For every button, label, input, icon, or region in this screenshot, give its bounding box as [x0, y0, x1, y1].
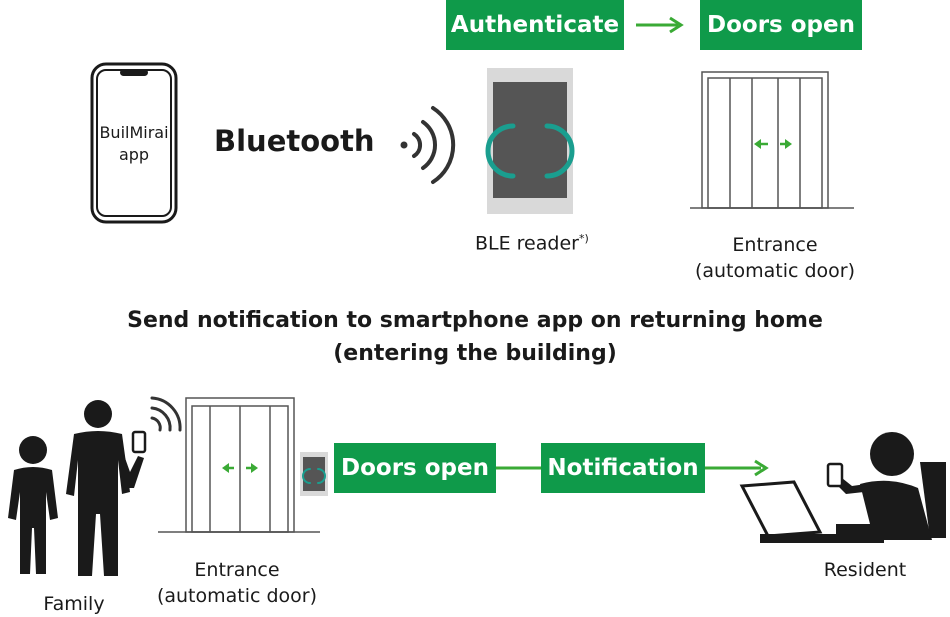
doors-open-step-bottom: Doors open [334, 443, 496, 493]
bluetooth-label: Bluetooth [214, 124, 375, 158]
doors-open-step-top: Doors open [700, 0, 862, 50]
flow-arrow-to-resident-icon [705, 459, 769, 477]
automatic-door-icon-bottom [158, 397, 320, 533]
app-name-line2: app [118, 145, 150, 164]
authenticate-step: Authenticate [446, 0, 624, 50]
resident-icon [739, 432, 946, 543]
ble-reader-icon [485, 68, 575, 214]
ble-reader-footnote: *) [578, 232, 589, 245]
section-title-line1: Send notification to smartphone app on r… [127, 308, 823, 333]
flow-arrow-icon [636, 16, 684, 34]
family-label: Family [43, 593, 105, 615]
connector-line [496, 466, 542, 470]
automatic-door-icon-top [690, 71, 854, 209]
ble-reader-small-icon [300, 452, 328, 496]
resident-label: Resident [823, 559, 907, 581]
entrance-bottom-line2: (automatic door) [156, 585, 318, 607]
wireless-signal-icon [400, 106, 456, 184]
section-title-line2: (entering the building) [333, 341, 617, 366]
smartphone-icon [90, 62, 178, 224]
entrance-top-line1: Entrance [732, 234, 818, 256]
family-icon [8, 396, 182, 576]
entrance-top-line2: (automatic door) [694, 260, 856, 282]
app-name-line1: BuilMirai [99, 123, 169, 142]
ble-reader-label: BLE reader*) [475, 226, 589, 256]
ble-reader-text: BLE reader [475, 232, 579, 255]
notification-step: Notification [541, 443, 705, 493]
entrance-bottom-line1: Entrance [194, 559, 280, 581]
